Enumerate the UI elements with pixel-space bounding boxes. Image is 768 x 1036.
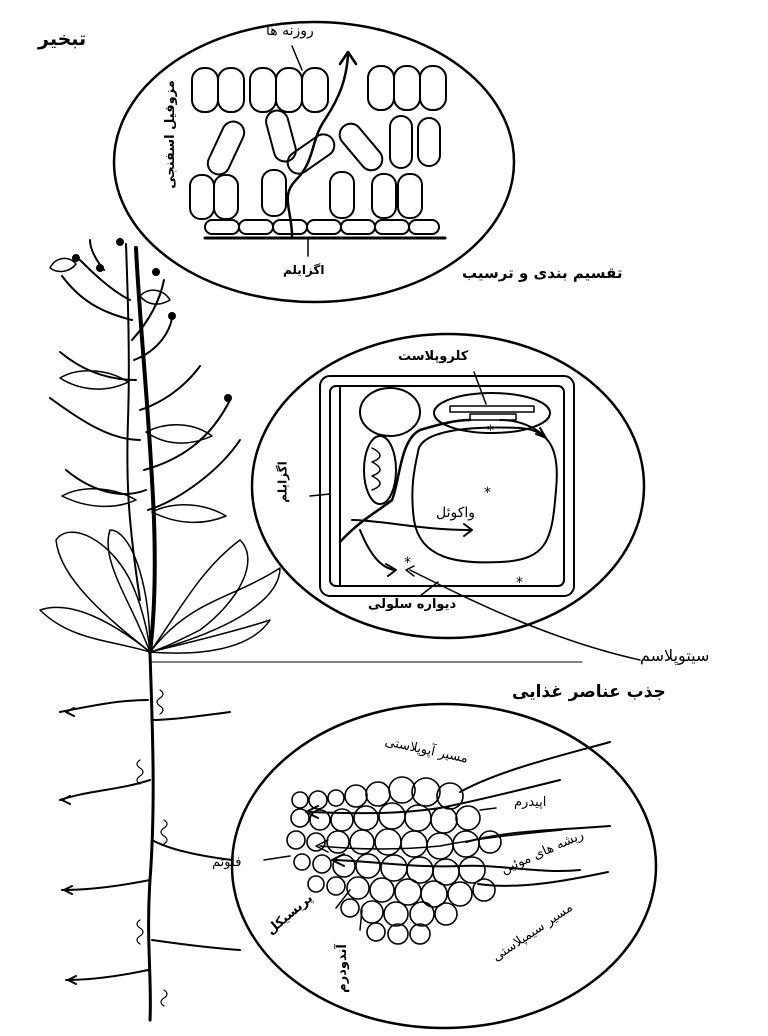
organelle [360, 388, 420, 436]
chloroplast-label: کلروپلاست [398, 350, 468, 363]
xylem-mid-label: اگزایلم [277, 461, 289, 502]
cytoplasm-pointer [410, 570, 640, 660]
stomata-label: روزنه ها [266, 24, 314, 38]
phloem-label: فلوئم [212, 856, 242, 869]
asterisk-cytoplasm-right: * [516, 576, 523, 590]
asterisk-vacuole: * [484, 486, 491, 500]
asterisk-cytoplasm-left: * [404, 556, 411, 570]
nutrient-uptake-label: جذب عناصر غذایی [512, 684, 666, 701]
spongy-mesophyll-label: مزوفیل اسفنجی [164, 80, 177, 189]
cell-circle [252, 334, 644, 638]
mesophyll-cells [190, 66, 446, 238]
xylem-top-label: اگزایلم [283, 264, 324, 276]
epidermis-label: اپیدرم [514, 796, 546, 809]
water-path-arrow [288, 56, 348, 236]
plant-illustration [40, 239, 280, 1020]
cell-wall-label: دیواره سلولی [368, 598, 456, 611]
vacuole-label: واکوئل [436, 506, 475, 520]
taproot [149, 652, 154, 1020]
asterisk-chloroplast: * [487, 424, 494, 438]
endodermis-label: آندودرم [336, 944, 349, 993]
cell-wall-outer [320, 376, 574, 596]
transpiration-label: تبخیر [38, 30, 86, 49]
cytoplasm-label: سیتوپلاسم [640, 648, 709, 664]
classification-label: تقسیم بندی و ترسیب [462, 266, 622, 281]
